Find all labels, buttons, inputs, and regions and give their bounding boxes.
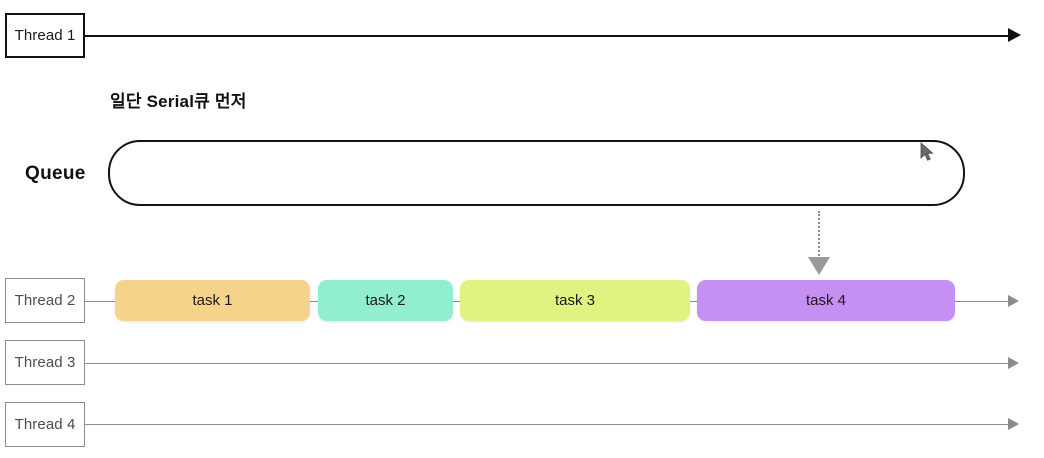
queue-label: Queue [25, 163, 86, 184]
thread-1-arrow-icon [1008, 28, 1021, 42]
thread-2-arrow-icon [1008, 295, 1019, 307]
thread-2-lane-line [955, 301, 1012, 302]
task-2-label: task 2 [365, 292, 406, 309]
thread-2-label: Thread 2 [14, 292, 76, 309]
task-block-1[interactable]: task 1 [115, 280, 310, 321]
dispatch-arrow-head-icon [808, 257, 830, 275]
connector-task1-task2 [310, 301, 318, 302]
connector-task2-task3 [453, 301, 460, 302]
connector-task3-task4 [690, 301, 697, 302]
queue-container [108, 140, 965, 206]
task-block-2[interactable]: task 2 [318, 280, 453, 321]
thread-4-lane-line [85, 424, 1012, 425]
thread-box-thread-2: Thread 2 [5, 278, 85, 323]
thread-box-thread-1: Thread 1 [5, 13, 85, 58]
thread-1-lane-line [85, 35, 1012, 37]
task-1-label: task 1 [192, 292, 233, 309]
task-block-4[interactable]: task 4 [697, 280, 955, 321]
thread-4-label: Thread 4 [14, 416, 76, 433]
thread-1-label: Thread 1 [14, 27, 76, 44]
serial-queue-note: 일단 Serial큐 먼저 [110, 92, 247, 111]
dispatch-arrow-shaft [818, 211, 820, 259]
thread-3-lane-line [85, 363, 1012, 364]
task-block-3[interactable]: task 3 [460, 280, 690, 321]
thread-box-thread-4: Thread 4 [5, 402, 85, 447]
thread-3-label: Thread 3 [14, 354, 76, 371]
task-3-label: task 3 [554, 292, 596, 309]
thread-box-thread-3: Thread 3 [5, 340, 85, 385]
connector-thread2-task1 [85, 301, 115, 302]
task-4-label: task 4 [805, 292, 847, 309]
thread-3-arrow-icon [1008, 357, 1019, 369]
thread-4-arrow-icon [1008, 418, 1019, 430]
